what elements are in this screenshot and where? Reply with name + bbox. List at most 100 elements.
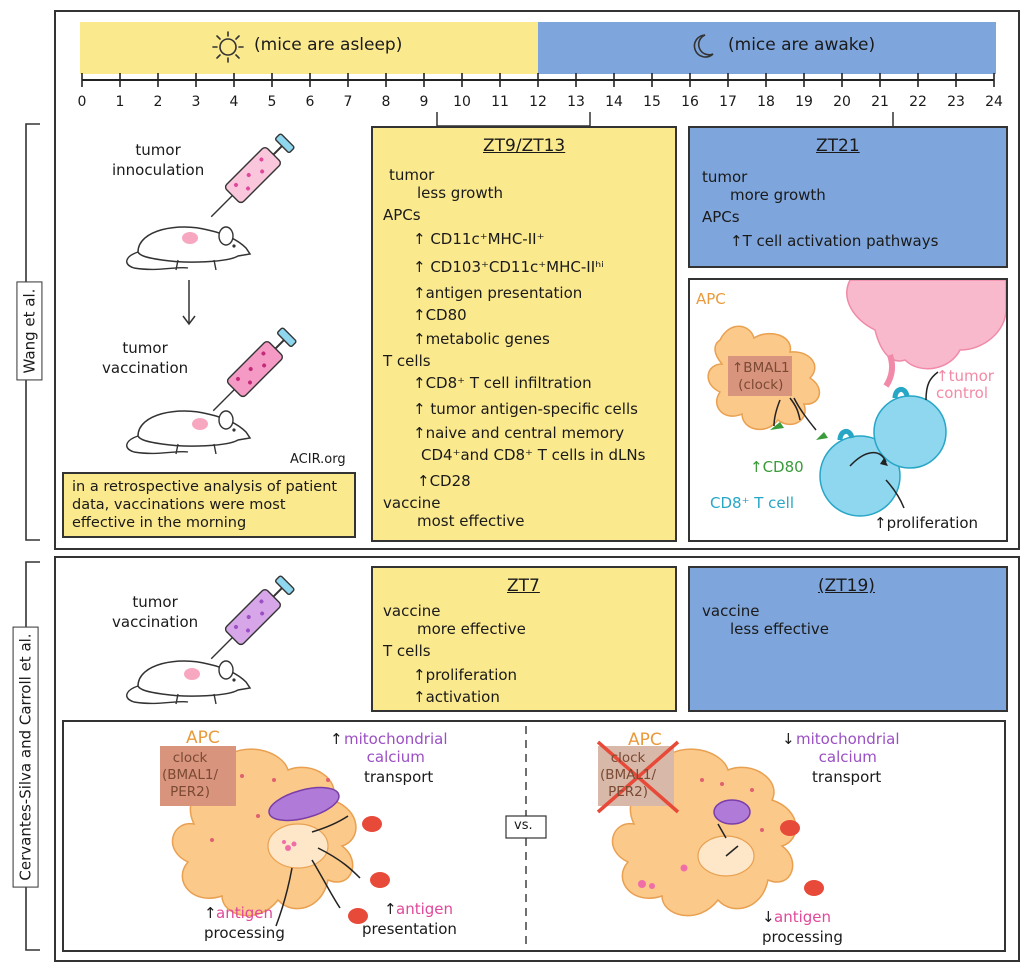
timeline-tick-label: 16 [681, 94, 699, 110]
right-apc-label: APC [628, 730, 662, 750]
zt19-box: (ZT19) vaccine less effective [688, 566, 1008, 712]
vaccination-label: tumor vaccination [102, 339, 189, 377]
timeline-tick-label: 9 [419, 94, 429, 110]
timeline-tick-label: 11 [491, 94, 509, 110]
timeline-tick-label: 2 [153, 94, 163, 110]
timeline-tick-label: 13 [567, 94, 585, 110]
timeline-tick-label: 23 [947, 94, 965, 110]
apc-label: APC [696, 290, 726, 308]
zt21-line: ↑T cell activation pathways [730, 232, 939, 250]
zt9-line: less growth [417, 184, 503, 202]
right-transport-label: transport [812, 768, 882, 786]
timeline-tick-label: 5 [267, 94, 277, 110]
awake-label: (mice are awake) [728, 35, 876, 55]
zt21-line: APCs [702, 208, 740, 226]
zt19-line: less effective [730, 620, 829, 638]
zt9-line: APCs [383, 206, 421, 224]
right-processing-label: processing [762, 928, 843, 946]
timeline-tick-label: 19 [795, 94, 813, 110]
timeline-tick-label: 4 [229, 94, 239, 110]
vs-label: vs. [514, 818, 533, 833]
timeline-tick-label: 1 [115, 94, 125, 110]
zt7-line: ↑activation [413, 688, 500, 706]
zt9-line: T cells [383, 352, 431, 370]
timeline-tick-label: 24 [985, 94, 1003, 110]
diagram-art [707, 280, 1006, 517]
inoculation-label: tumor innoculation [112, 141, 205, 179]
zt21-title: ZT21 [816, 136, 860, 156]
cd80-label: ↑CD80 [750, 458, 804, 476]
down-arrow-icon [182, 280, 196, 326]
asleep-label: (mice are asleep) [254, 35, 403, 55]
timeline-tick-label: 3 [191, 94, 201, 110]
left-mito-arrow: ↑ [330, 730, 343, 748]
zt9-line: ↑naive and central memory [413, 424, 625, 442]
zt9-line: ↑metabolic genes [413, 330, 550, 348]
zt9-line: ↑CD80 [413, 306, 467, 324]
retrospective-note: in a retrospective analysis of patient d… [62, 472, 356, 538]
zt9-line: ↑CD28 [417, 472, 471, 490]
timeline-tick-label: 7 [343, 94, 353, 110]
left-processing-label: processing [204, 924, 285, 942]
comparison-art [160, 726, 824, 946]
zt9-line: ↑ CD103⁺CD11c⁺MHC-IIʰⁱ [413, 258, 604, 276]
zt7-box: ZT7 vaccine more effective T cells ↑prol… [371, 566, 677, 712]
zt7-line: ↑proliferation [413, 666, 518, 684]
zt9-line: ↑ tumor antigen-specific cells [413, 400, 638, 418]
zt19-line: vaccine [702, 602, 760, 620]
zt21-line: tumor [702, 168, 748, 186]
moon-icon [693, 34, 714, 58]
retrospective-note-text: in a retrospective analysis of patient d… [72, 479, 338, 531]
timeline-asleep-band [80, 22, 538, 74]
cd8-label: CD8⁺ T cell [710, 494, 794, 512]
left-antigen-pres-arrow: ↑ [384, 900, 397, 918]
cervantes-side-label: Cervantes-Silva and Carroll et al. [12, 626, 39, 888]
right-mito-arrow: ↓ [782, 730, 795, 748]
timeline-tick-label: 22 [909, 94, 927, 110]
mouse-icon [126, 660, 252, 705]
vaccination-label: tumor vaccination [112, 593, 199, 631]
timeline-tick-label: 12 [529, 94, 547, 110]
timeline-tick-label: 8 [381, 94, 391, 110]
bmal1-label: ↑BMAL1 (clock) [732, 360, 790, 393]
zt9-line: tumor [389, 166, 435, 184]
left-apc-label: APC [186, 728, 220, 748]
zt7-title: ZT7 [507, 576, 540, 596]
zt9-line: ↑ CD11c⁺MHC-II⁺ [413, 230, 545, 248]
zt9-line: CD4⁺and CD8⁺ T cells in dLNs [421, 446, 646, 464]
tumor-control-label: ↑tumor control [936, 367, 994, 402]
timeline-tick-label: 14 [605, 94, 623, 110]
apc-tcell-diagram: APC ↑BMAL1 (clock) ↑tumor control ↑CD80 … [688, 278, 1008, 542]
acir-watermark: ACIR.org [290, 452, 346, 467]
right-antigen-label: antigen [774, 908, 832, 926]
timeline-tick-label: 6 [305, 94, 315, 110]
zt7-line: vaccine [383, 602, 441, 620]
timeline-connectors [436, 112, 894, 127]
zt9-zt13-box: ZT9/ZT13 tumor less growth APCs ↑ CD11c⁺… [371, 126, 677, 542]
left-antigen-pres-label: antigen [396, 900, 454, 918]
timeline-tick-label: 21 [871, 94, 889, 110]
zt21-line: more growth [730, 186, 826, 204]
timeline-tick-label: 15 [643, 94, 661, 110]
zt21-box: ZT21 tumor more growth APCs ↑T cell acti… [688, 126, 1008, 268]
zt9-line: ↑antigen presentation [413, 284, 583, 302]
syringe-icon [210, 133, 295, 218]
timeline-tick-label: 0 [77, 94, 87, 110]
timeline-tick-label: 18 [757, 94, 775, 110]
timeline-tick-label: 17 [719, 94, 737, 110]
proliferation-label: ↑proliferation [874, 514, 979, 532]
mouse-icon [126, 410, 252, 455]
left-transport-label: transport [364, 768, 434, 786]
right-antigen-arrow: ↓ [762, 908, 775, 926]
timeline-awake-band [538, 22, 996, 74]
timeline-tick-label: 10 [453, 94, 471, 110]
wang-side-label: Wang et al. [16, 281, 43, 381]
zt9-line: vaccine [383, 494, 441, 512]
left-clock-label: clock (BMAL1/ PER2) [162, 750, 219, 800]
syringe-icon [212, 327, 297, 412]
timeline-tick-label: 20 [833, 94, 851, 110]
zt9-line: ↑CD8⁺ T cell infiltration [413, 374, 592, 392]
zt9-title: ZT9/ZT13 [483, 136, 566, 156]
zt7-line: T cells [383, 642, 431, 660]
mouse-icon [126, 226, 252, 271]
